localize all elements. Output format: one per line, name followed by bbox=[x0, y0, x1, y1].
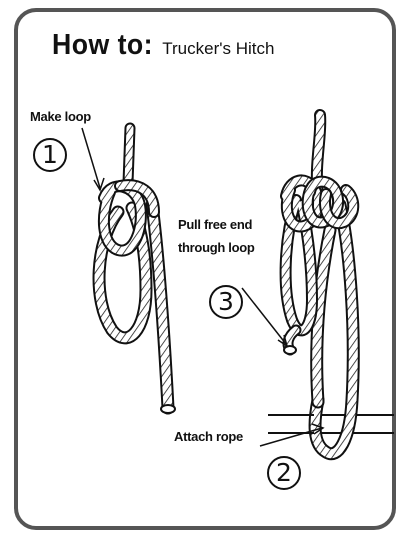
step2-label: Attach rope bbox=[174, 428, 243, 445]
step1-number: 1 bbox=[33, 138, 67, 172]
step3-label-line2: through loop bbox=[178, 239, 255, 256]
step3-rope bbox=[268, 115, 394, 454]
step1-rope bbox=[99, 128, 175, 413]
step1-label: Make loop bbox=[30, 108, 91, 125]
step2-number: 2 bbox=[267, 456, 301, 490]
step3-label-line1: Pull free end bbox=[178, 216, 252, 233]
step3-number: 3 bbox=[209, 285, 243, 319]
